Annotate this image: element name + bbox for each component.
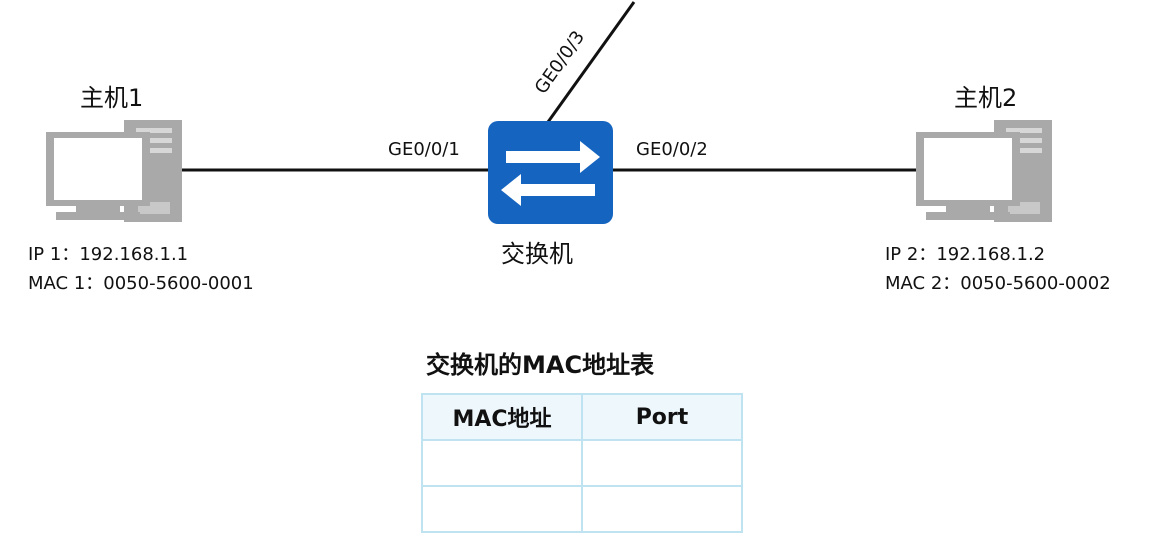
table-cell-port	[581, 439, 743, 487]
table-cell-mac	[421, 485, 583, 533]
host1-mac: MAC 1：0050-5600-0001	[28, 273, 254, 294]
table-row	[421, 485, 743, 533]
host2-name: 主机2	[954, 84, 1018, 112]
column-header-port: Port	[581, 393, 743, 441]
host2-mac: MAC 2：0050-5600-0002	[885, 273, 1111, 294]
host1-name: 主机1	[80, 84, 144, 112]
link-switch-uplink	[546, 1, 636, 123]
host1-info: IP 1：192.168.1.1 MAC 1：0050-5600-0001	[28, 240, 254, 298]
host1-ip: IP 1：192.168.1.1	[28, 244, 189, 265]
switch-icon	[488, 121, 613, 224]
computer-icon	[916, 120, 1052, 222]
table-row	[421, 439, 743, 487]
computer-icon	[46, 120, 182, 222]
port-label-ge001: GE0/0/1	[388, 139, 460, 160]
mac-address-table: MAC地址 Port	[421, 393, 743, 533]
host2-ip: IP 2：192.168.1.2	[885, 244, 1046, 265]
port-label-ge002: GE0/0/2	[636, 139, 708, 160]
mac-table-title: 交换机的MAC地址表	[426, 351, 655, 379]
table-header-row: MAC地址 Port	[421, 393, 743, 441]
column-header-mac: MAC地址	[421, 393, 583, 441]
table-cell-port	[581, 485, 743, 533]
host2-info: IP 2：192.168.1.2 MAC 2：0050-5600-0002	[885, 240, 1111, 298]
table-cell-mac	[421, 439, 583, 487]
switch-label: 交换机	[501, 240, 573, 268]
